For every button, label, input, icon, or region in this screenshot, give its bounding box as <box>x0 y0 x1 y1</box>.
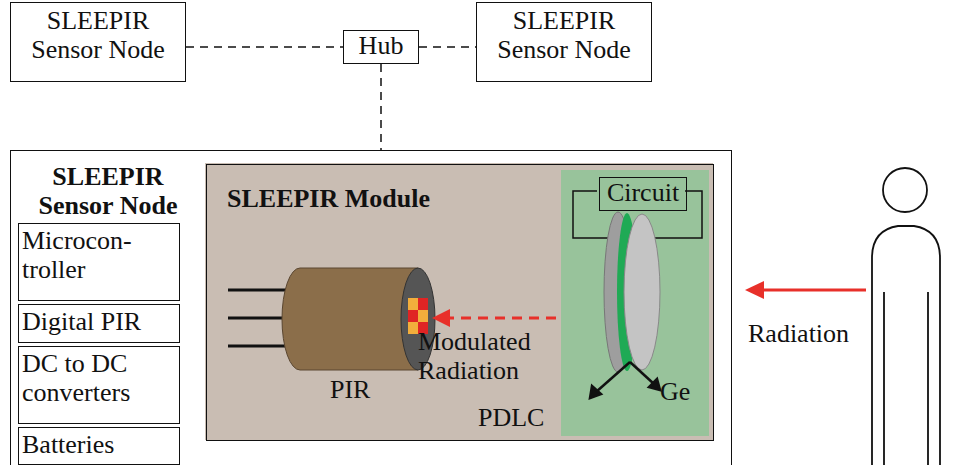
part-label: PIR <box>330 376 390 405</box>
ge-window <box>624 214 660 370</box>
beam-label: Radiation <box>748 320 860 349</box>
module-box: SLEEPIR Module Circuit <box>206 164 714 441</box>
node-label: Digital PIR <box>22 308 176 337</box>
sensor-node-box: SLEEPIR Sensor Node <box>476 2 652 82</box>
beam-label: Modulated Radiation <box>418 328 558 385</box>
sensor-node-panel: SLEEPIR Sensor NodeMicrocon- trollerDigi… <box>10 150 732 465</box>
node-label: Microcon- troller <box>22 227 176 284</box>
node-label: SLEEPIR Sensor Node <box>481 7 647 64</box>
component-box: DC to DC converters <box>18 346 180 424</box>
pointer-arrows <box>590 362 660 398</box>
person-figure <box>872 168 940 465</box>
dashed-link <box>419 46 476 48</box>
node-label: SLEEPIR Sensor Node <box>15 7 181 64</box>
node-heading: SLEEPIR Module <box>227 185 487 214</box>
node-heading: SLEEPIR Sensor Node <box>23 163 193 220</box>
circuit-box: Circuit <box>599 177 687 211</box>
modulator-panel <box>561 170 709 436</box>
hub-box: Hub <box>343 30 419 64</box>
modulated-beam <box>432 309 556 327</box>
node-label: DC to DC converters <box>22 350 176 407</box>
module-ground <box>205 163 713 440</box>
pir-body <box>282 268 418 370</box>
dashed-link <box>380 64 382 150</box>
dashed-link <box>186 46 343 48</box>
part-label: Ge <box>660 378 704 407</box>
part-label: PDLC <box>478 404 558 433</box>
component-box: Batteries <box>18 427 180 465</box>
component-box: Digital PIR <box>18 304 180 343</box>
node-label: Hub <box>345 32 417 61</box>
node-label: Circuit <box>601 179 685 208</box>
radiation-beam <box>745 281 866 299</box>
sensor-node-box: SLEEPIR Sensor Node <box>10 2 186 82</box>
component-box: Microcon- troller <box>18 223 180 301</box>
node-label: Batteries <box>22 431 176 460</box>
